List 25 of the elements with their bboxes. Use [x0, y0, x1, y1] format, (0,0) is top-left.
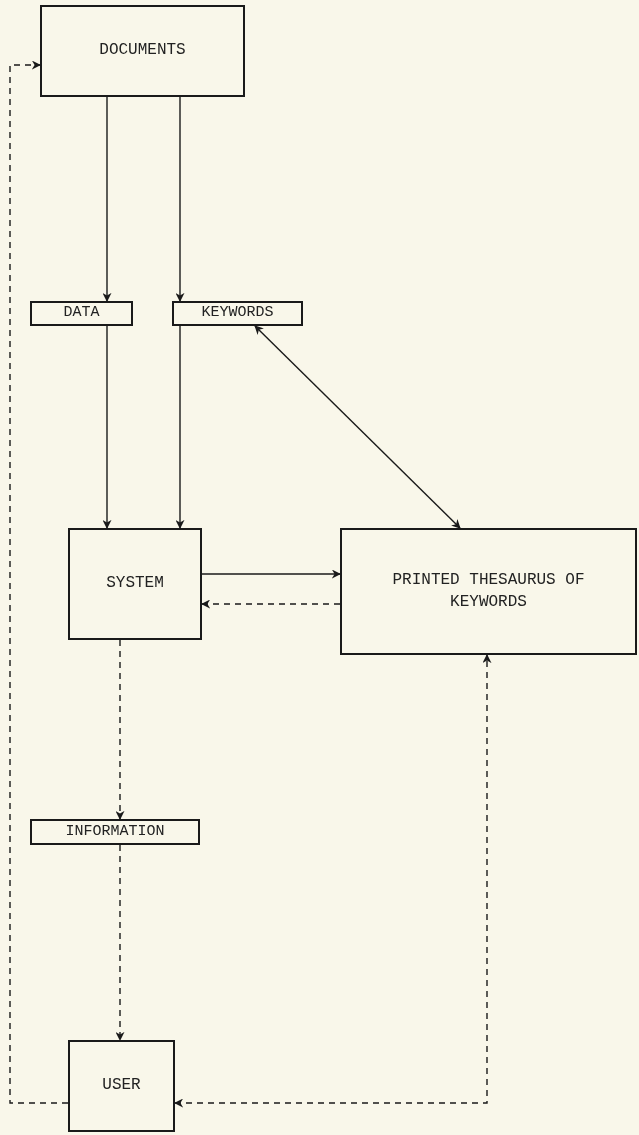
arrow: [115, 639, 125, 820]
arrow: [254, 325, 461, 529]
process-box: [68, 1040, 175, 1132]
arrow: [102, 325, 112, 529]
box-label: PRINTED THESAURUS OF KEYWORDS: [391, 569, 586, 613]
arrow: [175, 325, 185, 529]
box-label: DATA: [63, 303, 100, 324]
process-box: [68, 528, 202, 640]
arrow: [102, 96, 112, 302]
process-box: [40, 5, 245, 97]
process-box: [30, 819, 200, 845]
arrow: [201, 569, 341, 579]
process-box: [172, 301, 303, 326]
box-label: SYSTEM: [106, 573, 164, 595]
arrow: [175, 96, 185, 302]
arrow: [201, 599, 341, 609]
arrow: [174, 654, 492, 1108]
box-label: INFORMATION: [65, 821, 165, 842]
process-box: [30, 301, 133, 326]
process-box: [340, 528, 637, 655]
arrow: [9, 60, 69, 1104]
box-label: DOCUMENTS: [99, 40, 186, 62]
box-label: USER: [102, 1075, 141, 1097]
arrow: [115, 844, 125, 1041]
box-label: KEYWORDS: [201, 303, 274, 324]
